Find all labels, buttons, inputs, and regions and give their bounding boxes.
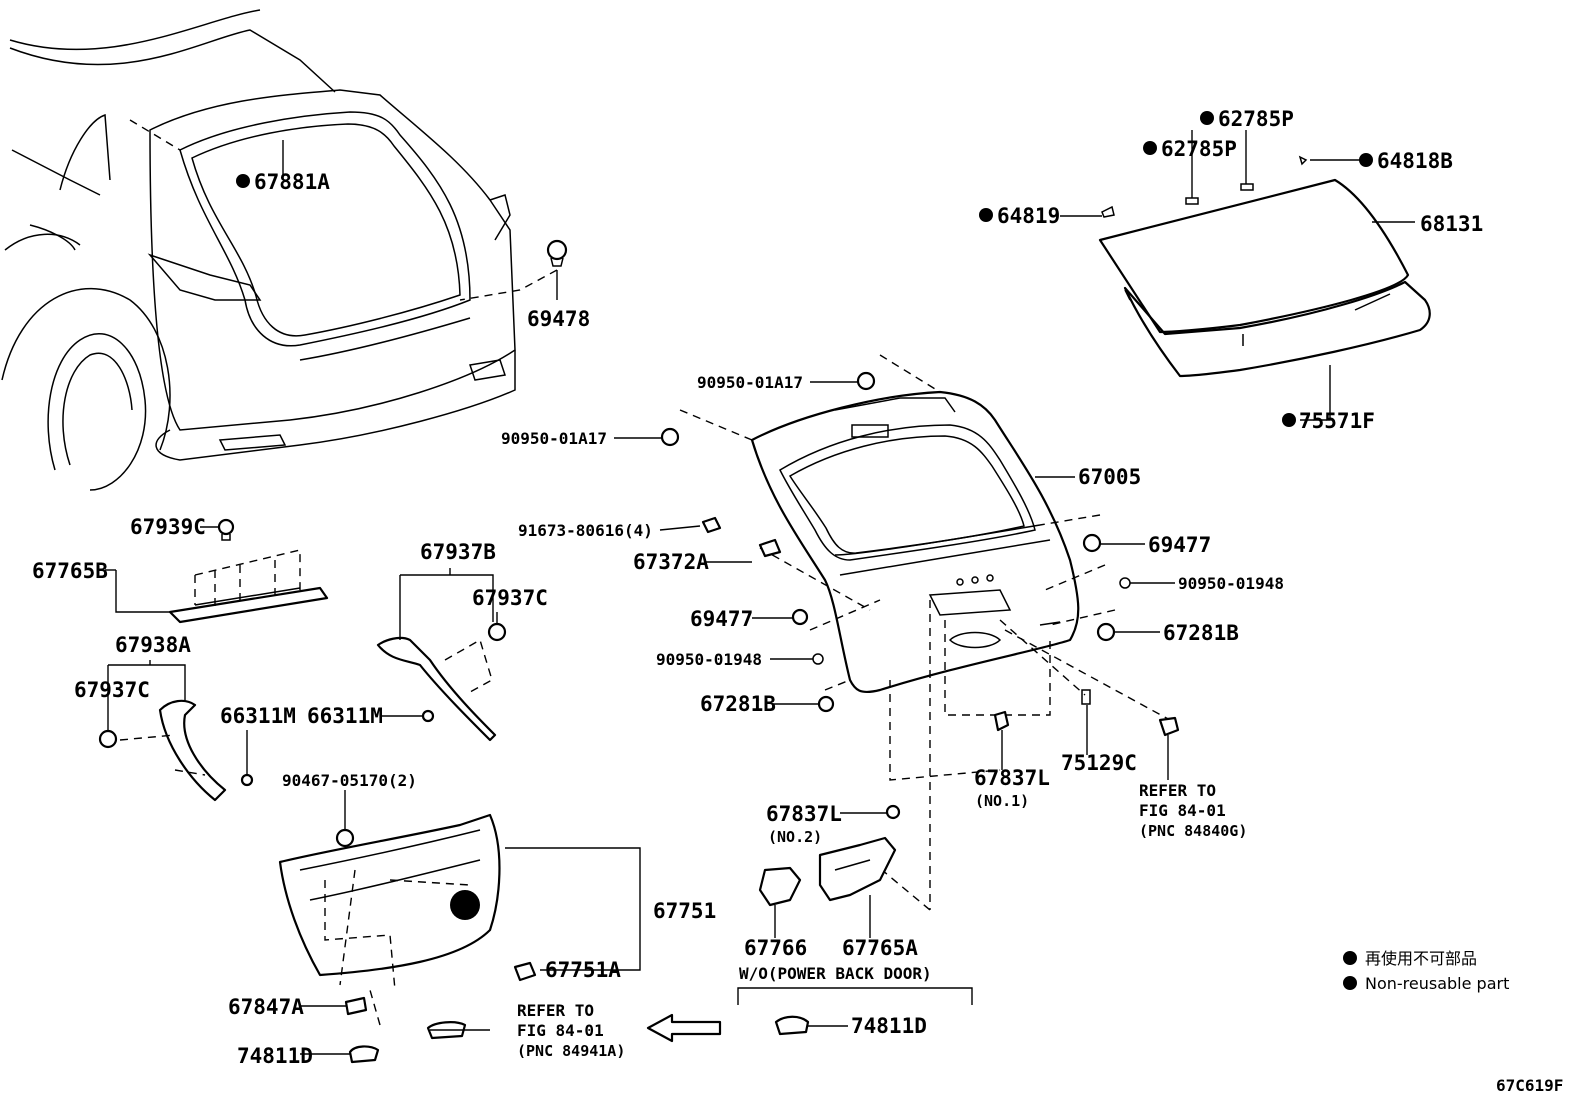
label-67937C-b: 67937C <box>74 678 150 702</box>
label-64819: 64819 <box>997 204 1060 228</box>
label-67005: 67005 <box>1078 465 1141 489</box>
label-67881A: 67881A <box>254 170 330 194</box>
back-door-panel <box>750 390 1080 694</box>
label-67937B: 67937B <box>420 540 496 564</box>
legend-english: Non-reusable part <box>1365 974 1509 993</box>
label-69478: 69478 <box>527 307 590 331</box>
label-67938A: 67938A <box>115 633 191 657</box>
label-90467-05170: 90467-05170(2) <box>282 771 417 790</box>
label-67847A: 67847A <box>228 995 304 1019</box>
label-67372A: 67372A <box>633 550 709 574</box>
label-67281B-b: 67281B <box>1163 621 1239 645</box>
label-refer-b-2: FIG 84-01 <box>517 1021 604 1040</box>
label-no1: (NO.1) <box>975 792 1029 810</box>
label-67751: 67751 <box>653 899 716 923</box>
label-66311M-b: 66311M <box>307 704 383 728</box>
label-67939C: 67939C <box>130 515 206 539</box>
label-67281B-a: 67281B <box>700 692 776 716</box>
label-75129C: 75129C <box>1061 751 1137 775</box>
label-66311M-a: 66311M <box>220 704 296 728</box>
non-reusable-markers <box>236 111 1373 990</box>
label-refer-a-3: (PNC 84840G) <box>1139 822 1247 840</box>
label-67937C-a: 67937C <box>472 586 548 610</box>
label-75571F: 75571F <box>1299 409 1375 433</box>
vehicle-rear-illustration <box>1 9 516 491</box>
label-wo-power-back-door: W/O(POWER BACK DOOR) <box>739 964 932 983</box>
label-69477-a: 69477 <box>690 607 753 631</box>
label-62785P-a: 62785P <box>1218 107 1294 131</box>
label-90950-01948-a: 90950-01948 <box>656 650 762 669</box>
label-68131: 68131 <box>1420 212 1483 236</box>
label-90950-01A17-b: 90950-01A17 <box>501 429 607 448</box>
label-refer-a-1: REFER TO <box>1139 781 1216 800</box>
label-91673-80616: 91673-80616(4) <box>518 521 653 540</box>
label-64818B: 64818B <box>1377 149 1453 173</box>
label-67765A: 67765A <box>842 936 918 960</box>
legend-japanese: 再使用不可部品 <box>1365 949 1477 968</box>
label-74811D-b: 74811D <box>851 1014 927 1038</box>
label-67765B: 67765B <box>32 559 108 583</box>
refer-arrow <box>646 1013 722 1043</box>
label-67837L-b: 67837L <box>766 802 842 826</box>
label-67837L-a: 67837L <box>974 766 1050 790</box>
label-62785P-b: 62785P <box>1161 137 1237 161</box>
label-refer-b-1: REFER TO <box>517 1001 594 1020</box>
label-refer-a-2: FIG 84-01 <box>1139 801 1226 820</box>
label-90950-01A17-a: 90950-01A17 <box>697 373 803 392</box>
label-67766: 67766 <box>744 936 807 960</box>
leader-lines <box>105 130 1415 1055</box>
diagram-id: 67C619F <box>1496 1076 1563 1095</box>
label-67751A: 67751A <box>545 958 621 982</box>
trim-67751 <box>278 813 537 1064</box>
part-labels: 67881A 69478 62785P 62785P 64818B 64819 … <box>32 107 1563 1095</box>
label-69477-b: 69477 <box>1148 533 1211 557</box>
label-refer-b-3: (PNC 84941A) <box>517 1042 625 1060</box>
label-74811D-a: 74811D <box>237 1044 313 1068</box>
clip-69478 <box>459 239 568 301</box>
label-no2: (NO.2) <box>768 828 822 846</box>
lock-assembly <box>758 804 901 1036</box>
label-90950-01948-b: 90950-01948 <box>1178 574 1284 593</box>
trim-67937B <box>376 622 507 742</box>
back-window-glass <box>1098 155 1431 378</box>
